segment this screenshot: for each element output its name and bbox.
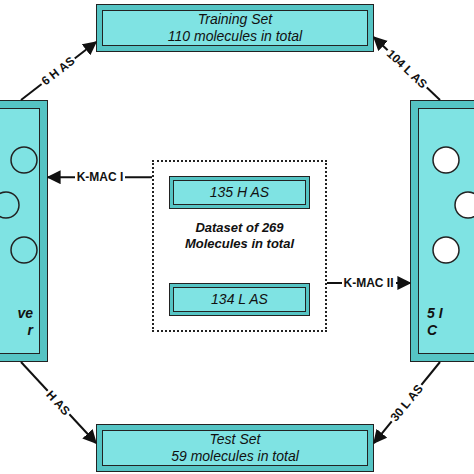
box-heading: 135 H AS bbox=[210, 184, 269, 201]
class-box: 134 L AS bbox=[169, 283, 310, 316]
class-box: 135 H AS bbox=[169, 176, 310, 209]
cluster-circle bbox=[433, 237, 459, 263]
edge-label: 30 L AS bbox=[387, 380, 428, 426]
set-box: Test Set59 molecules in total bbox=[96, 424, 374, 472]
dataset-group: Dataset of 269 Molecules in total 135 H A… bbox=[152, 160, 327, 332]
cluster-circle bbox=[455, 192, 474, 218]
box-heading: Training Set bbox=[198, 11, 272, 28]
box-heading: Dataset of 269 Molecules in total bbox=[175, 220, 305, 251]
box-text: 110 molecules in total bbox=[168, 28, 302, 45]
arrow-connector bbox=[374, 362, 440, 443]
cluster-panel: 5 IC bbox=[410, 100, 474, 362]
box-text: C bbox=[427, 322, 437, 339]
box-heading: 134 L AS bbox=[211, 291, 268, 308]
cluster-panel: ver bbox=[0, 100, 48, 362]
arrow-connector bbox=[21, 362, 96, 443]
box-text: 59 molecules in total bbox=[171, 448, 299, 465]
arrow-connector bbox=[21, 42, 96, 100]
box-heading: ve bbox=[17, 305, 33, 322]
cluster-circle bbox=[433, 147, 459, 173]
box-text: r bbox=[28, 322, 33, 339]
box-heading: Test Set bbox=[210, 431, 261, 448]
edge-label: H AS bbox=[42, 386, 74, 419]
arrow-connector bbox=[374, 37, 440, 100]
box-heading: 5 I bbox=[427, 305, 443, 322]
cluster-circle bbox=[11, 147, 37, 173]
edge-label: K-MAC II bbox=[342, 276, 396, 290]
edge-label: K-MAC I bbox=[75, 170, 126, 184]
cluster-circle bbox=[11, 237, 37, 263]
edge-label: 104 L AS bbox=[383, 45, 432, 92]
cluster-circle bbox=[0, 192, 19, 218]
set-box: Training Set110 molecules in total bbox=[96, 4, 374, 52]
edge-label: 6 H AS bbox=[38, 53, 80, 90]
